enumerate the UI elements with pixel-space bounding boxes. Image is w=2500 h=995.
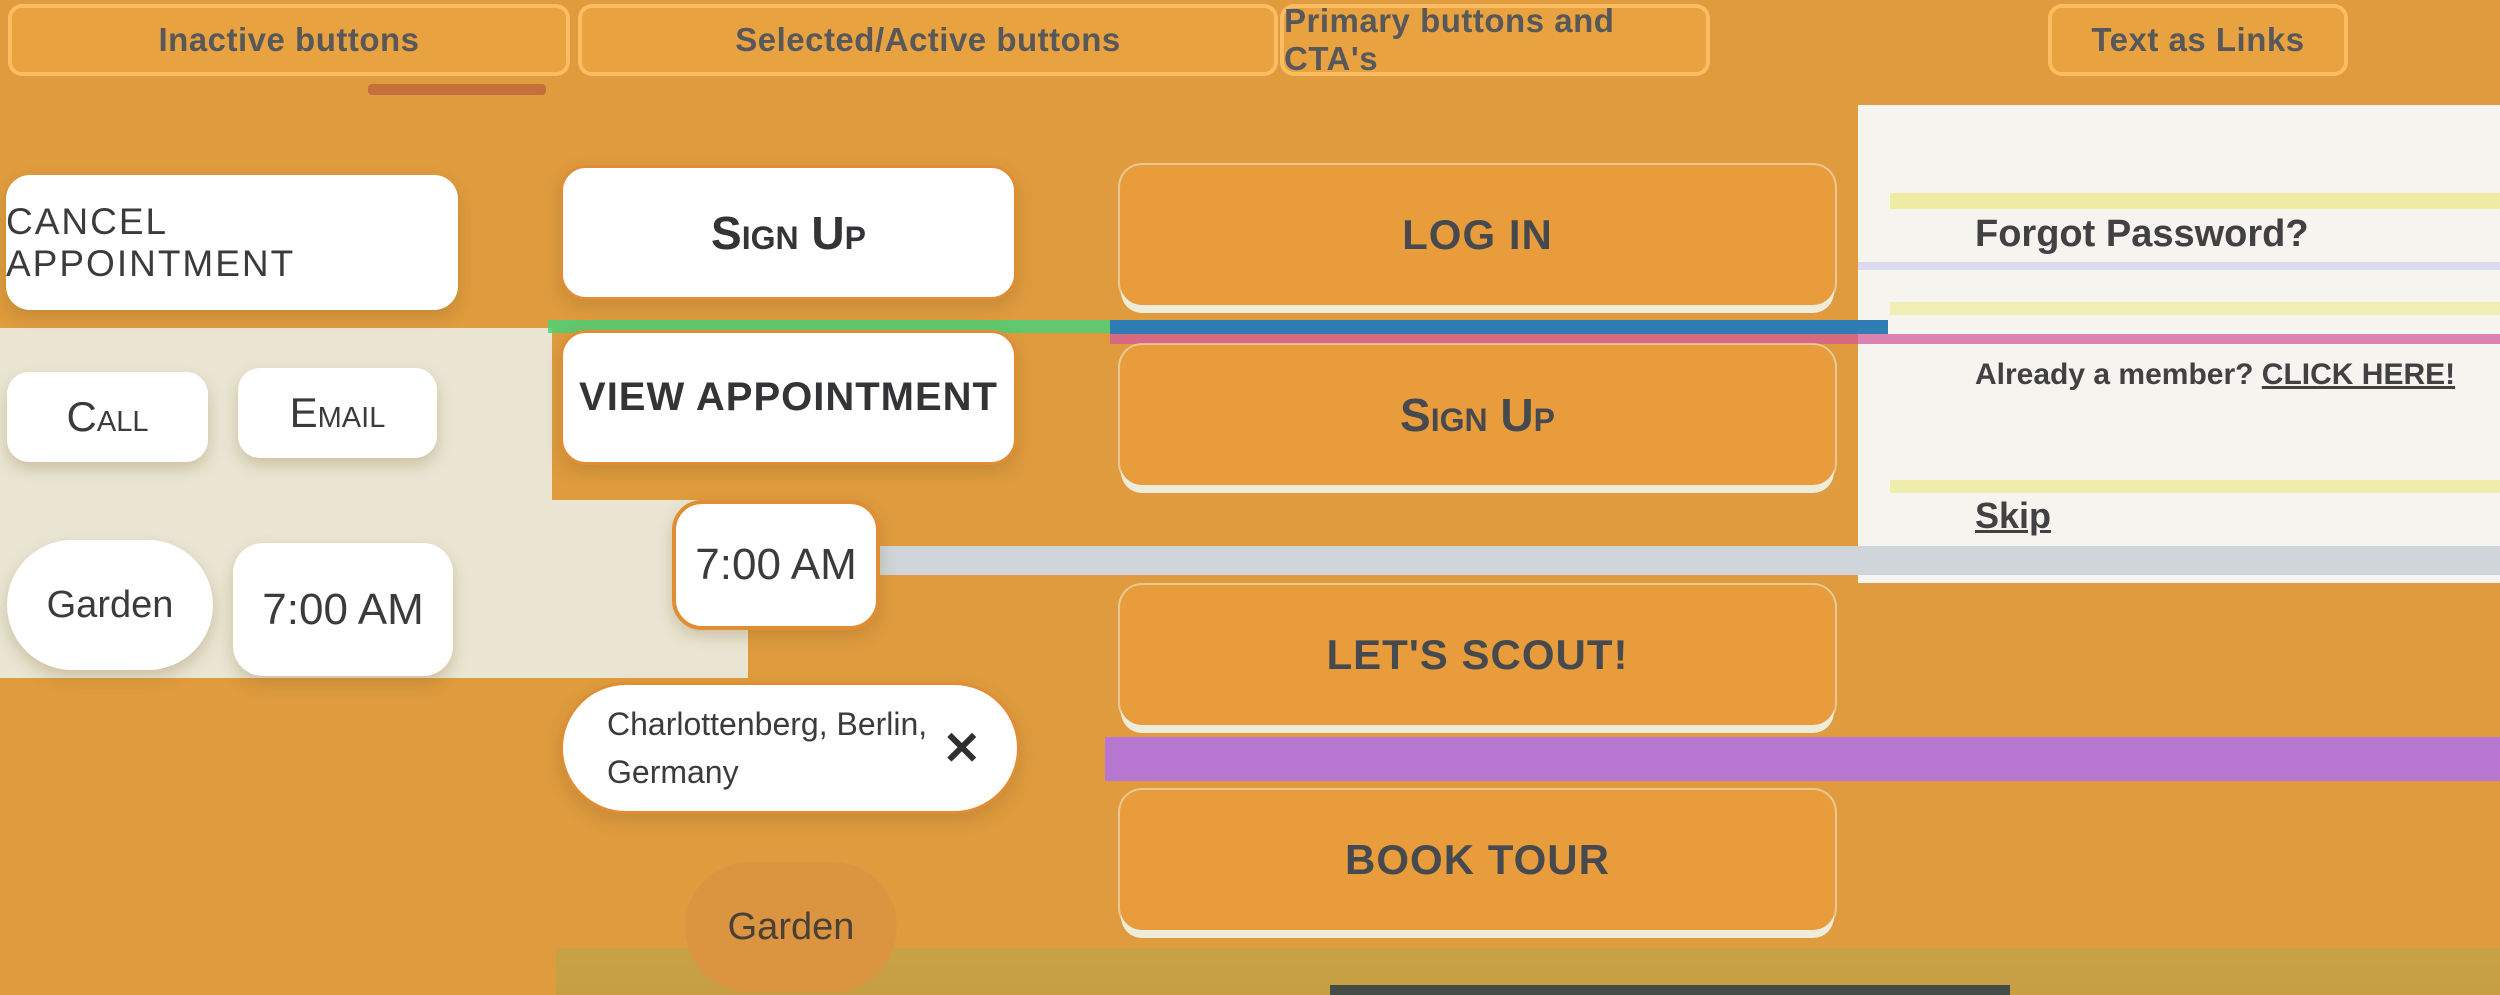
sign-up-button-active[interactable]: Sign Up [560,165,1017,300]
log-in-button[interactable]: LOG IN [1120,165,1835,305]
close-icon[interactable]: ✕ [942,722,981,774]
email-button[interactable]: Email [238,368,437,458]
background-artifact-stripe [745,546,2500,575]
header-primary-buttons: Primary buttons and CTA's [1280,2,1710,77]
background-artifact-stripe [1330,985,2010,995]
click-here-link[interactable]: CLICK HERE! [2261,358,2456,391]
cancel-appointment-button[interactable]: CANCEL APPOINTMENT [6,175,458,310]
book-tour-button[interactable]: BOOK TOUR [1120,790,1835,930]
call-button[interactable]: Call [7,372,208,462]
lets-scout-button[interactable]: LET'S SCOUT! [1120,585,1835,725]
header-selected-active-buttons: Selected/Active buttons [578,4,1278,76]
forgot-password-link[interactable]: Forgot Password? [1975,213,2309,255]
time-slot-selected[interactable]: 7:00 AM [672,500,880,630]
garden-chip-inactive[interactable]: Garden [7,540,213,670]
location-chip-selected[interactable]: Charlottenberg, Berlin, Germany ✕ [560,682,1020,814]
background-artifact-stripe [1890,302,2500,315]
active-tab-underline [368,84,546,95]
background-artifact-stripe [1110,320,1888,334]
background-artifact-stripe [1858,262,2500,270]
background-artifact-stripe [1105,737,2500,781]
garden-chip-selected[interactable]: Garden [685,862,897,992]
header-text-links: Text as Links [2048,4,2348,76]
location-text: Charlottenberg, Berlin, Germany [607,706,928,790]
skip-link[interactable]: Skip [1975,495,2052,536]
already-member-prefix: Already a member? [1975,358,2262,391]
background-artifact-stripe [1110,334,2500,344]
background-light-panel [1858,105,2500,583]
view-appointment-button-active[interactable]: VIEW APPOINTMENT [560,330,1017,465]
sign-up-button-primary[interactable]: Sign Up [1120,345,1835,485]
background-artifact-stripe [1890,193,2500,209]
header-inactive-buttons: Inactive buttons [8,4,570,76]
background-artifact-stripe [1890,480,2500,493]
background-artifact-stripe [548,320,1110,333]
time-slot-inactive[interactable]: 7:00 AM [233,543,453,676]
already-member-link[interactable]: Already a member? CLICK HERE! [1975,358,2455,392]
